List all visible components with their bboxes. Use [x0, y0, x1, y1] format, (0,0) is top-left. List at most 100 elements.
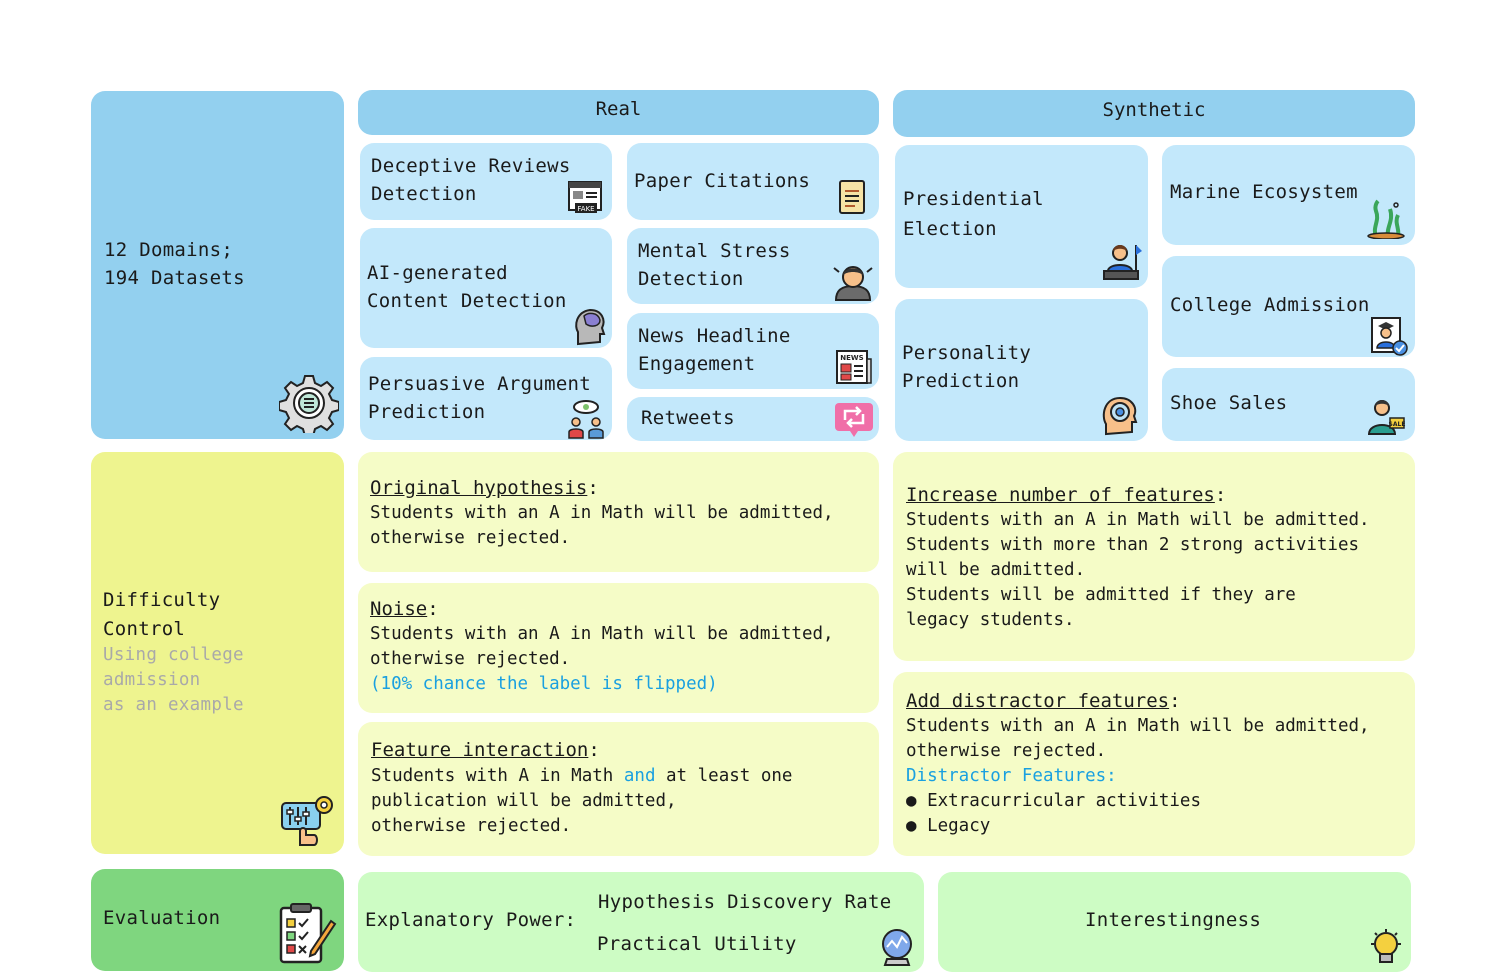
evaluation-label: Evaluation: [103, 907, 221, 929]
domains-panel: 12 Domains; 194 Datasets: [91, 91, 344, 439]
hypothesis-discovery-rate-label: Hypothesis Discovery Rate: [598, 891, 892, 913]
real-header-label: Real: [595, 98, 642, 120]
increase-line4: Students will be admitted if they are: [906, 585, 1296, 605]
card-distractor-features: Add distractor features: Students with a…: [893, 672, 1415, 856]
card-paper-citations: Paper Citations: [627, 143, 879, 220]
lightbulb-icon: [1371, 929, 1401, 963]
graduate-icon: [1371, 317, 1408, 356]
president-icon: [1103, 245, 1142, 280]
distractor-title-row: Add distractor features:: [906, 688, 1181, 714]
interestingness-label: Interestingness: [1085, 909, 1262, 931]
practical-utility-label: Practical Utility: [597, 933, 797, 955]
difficulty-subtitle-line1: Using college: [103, 645, 244, 665]
paper-icon: [839, 180, 865, 214]
card-feature-interaction: Feature interaction: Students with A in …: [358, 722, 879, 856]
distractor-title: Add distractor features: [906, 690, 1170, 712]
head-profile-icon: [1102, 396, 1138, 436]
synthetic-header-label: Synthetic: [1102, 99, 1206, 121]
card-label-line1: College Admission: [1170, 294, 1370, 316]
clipboard-checklist-icon: [279, 903, 337, 964]
card-label-line2: Prediction: [902, 370, 1020, 392]
salesman-icon: SALE: [1367, 400, 1406, 435]
original-line1: Students with an A in Math will be admit…: [370, 503, 834, 523]
card-label-line1: Presidential: [903, 188, 1044, 210]
card-label-line1: Retweets: [641, 407, 735, 429]
card-label-line1: AI-generated: [367, 262, 508, 284]
increase-line2: Students with more than 2 strong activit…: [906, 535, 1360, 555]
difficulty-title-line2: Control: [103, 618, 186, 640]
seaweed-icon: [1367, 199, 1405, 239]
feature-interaction-line3: otherwise rejected.: [371, 816, 572, 836]
svg-text:SALE: SALE: [1389, 421, 1406, 428]
card-explanatory-power: Explanatory Power: Hypothesis Discovery …: [358, 872, 924, 972]
distractor-line1: Students with an A in Math will be admit…: [906, 716, 1370, 736]
feature-interaction-title: Feature interaction: [371, 739, 589, 761]
ai-head-icon: [575, 308, 606, 346]
domains-line2: 194 Datasets: [104, 267, 245, 289]
distractor-bullet1: ● Extracurricular activities: [906, 791, 1202, 811]
difficulty-panel: Difficulty Control Using college admissi…: [91, 452, 344, 854]
feature-interaction-line1c: at least one: [655, 766, 793, 786]
crystal-ball-icon: [882, 929, 912, 966]
distractor-line2: otherwise rejected.: [906, 741, 1107, 761]
card-label-line2: Election: [903, 218, 997, 240]
distractor-colon: :: [1169, 690, 1181, 712]
increase-line5: legacy students.: [906, 610, 1075, 630]
feature-interaction-line1a: Students with A in Math: [371, 766, 624, 786]
card-marine-ecosystem: Marine Ecosystem: [1162, 145, 1415, 245]
original-line2: otherwise rejected.: [370, 528, 571, 548]
noise-line3: (10% chance the label is flipped): [370, 674, 718, 694]
increase-title-row: Increase number of features:: [906, 482, 1226, 508]
card-ai-generated: AI-generated Content Detection: [360, 228, 612, 348]
card-label-line1: Personality: [902, 342, 1032, 364]
feature-interaction-colon: :: [588, 739, 600, 761]
svg-text:NEWS: NEWS: [840, 354, 863, 362]
domains-line1: 12 Domains;: [104, 239, 234, 261]
svg-text:FAKE: FAKE: [577, 205, 594, 213]
card-news-headline: News Headline Engagement NEWS: [627, 313, 879, 389]
card-label-line1: Shoe Sales: [1170, 392, 1288, 414]
newspaper-icon: NEWS: [836, 350, 872, 384]
increase-colon: :: [1214, 484, 1227, 506]
distractor-line3: Distractor Features:: [906, 766, 1117, 786]
card-label-line1: Mental Stress: [638, 240, 791, 262]
noise-line1: Students with an A in Math will be admit…: [370, 624, 834, 644]
card-original-hypothesis: Original hypothesis: Students with an A …: [358, 452, 879, 572]
card-label-line1: Deceptive Reviews: [371, 155, 571, 177]
control-sliders-icon: [281, 796, 333, 846]
card-personality-prediction: Personality Prediction: [895, 299, 1148, 441]
noise-line2: otherwise rejected.: [370, 649, 571, 669]
real-header: Real: [358, 90, 879, 135]
card-label-line2: Detection: [638, 268, 744, 290]
original-title-row: Original hypothesis:: [370, 475, 599, 501]
distractor-bullet2: ● Legacy: [906, 816, 991, 836]
card-persuasive-argument: Persuasive Argument Prediction: [360, 357, 612, 440]
card-label-line1: Persuasive Argument: [368, 373, 592, 395]
card-mental-stress: Mental Stress Detection: [627, 228, 879, 304]
gear-icon: [279, 375, 339, 433]
feature-interaction-line1: Students with A in Math and at least one: [371, 764, 792, 789]
difficulty-subtitle-line3: as an example: [103, 695, 244, 715]
noise-title: Noise: [370, 598, 428, 620]
increase-title: Increase number of features: [906, 484, 1215, 506]
card-increase-features: Increase number of features: Students wi…: [893, 452, 1415, 661]
card-label-line2: Prediction: [368, 401, 486, 423]
card-noise: Noise: Students with an A in Math will b…: [358, 583, 879, 713]
card-label-line1: Marine Ecosystem: [1170, 181, 1358, 203]
evaluation-panel: Evaluation: [91, 869, 344, 971]
card-retweets: Retweets: [627, 397, 879, 441]
increase-line3: will be admitted.: [906, 560, 1086, 580]
explanatory-power-label: Explanatory Power:: [365, 909, 577, 931]
increase-line1: Students with an A in Math will be admit…: [906, 510, 1370, 530]
feature-interaction-and: and: [623, 766, 656, 786]
feature-interaction-line2: publication will be admitted,: [371, 791, 677, 811]
card-label-line1: News Headline: [638, 325, 791, 347]
fake-review-icon: FAKE: [568, 181, 602, 213]
noise-title-row: Noise:: [370, 596, 439, 622]
feature-interaction-title-row: Feature interaction:: [371, 737, 600, 763]
difficulty-title-line1: Difficulty: [103, 589, 221, 611]
noise-colon: :: [427, 598, 439, 620]
synthetic-header: Synthetic: [893, 90, 1415, 137]
card-college-admission: College Admission: [1162, 256, 1415, 357]
card-interestingness: Interestingness: [938, 872, 1411, 972]
